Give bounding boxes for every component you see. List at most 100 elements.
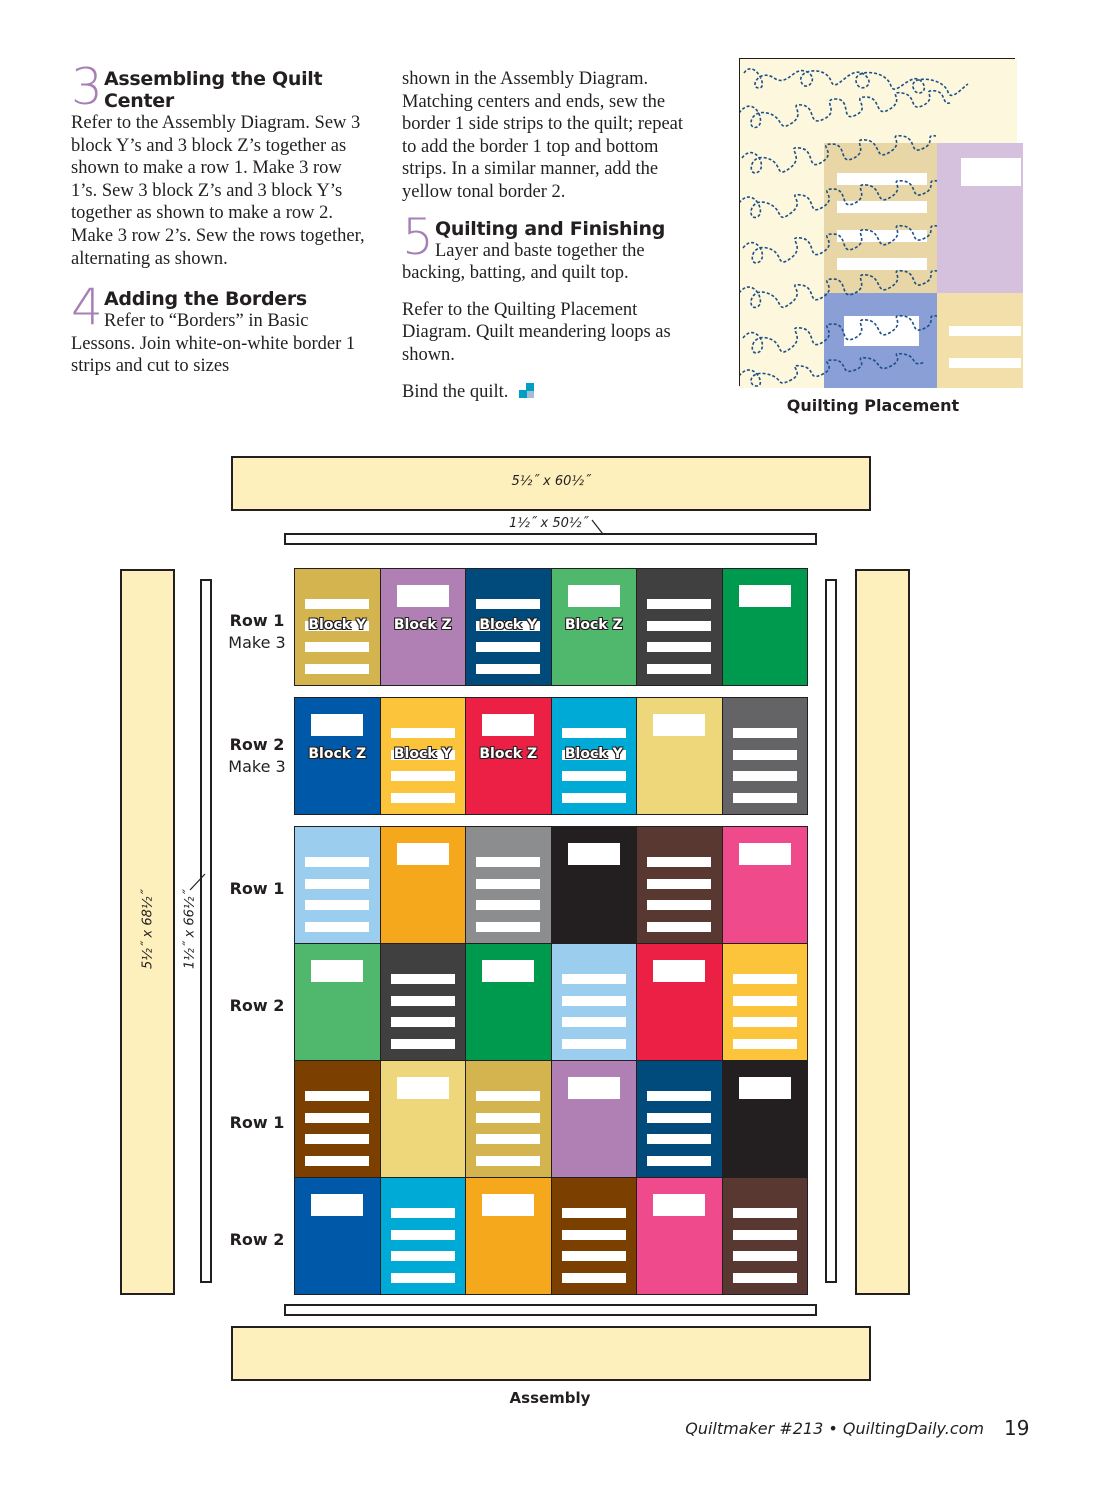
quilt-block-z bbox=[636, 697, 723, 815]
white-strip bbox=[561, 793, 626, 803]
white-strip bbox=[390, 1039, 455, 1049]
white-strip bbox=[476, 1134, 541, 1144]
white-strip bbox=[390, 1273, 455, 1283]
text-column-1: 3 Assembling the Quilt Center Refer to t… bbox=[71, 62, 371, 378]
quilt-block-y: Block Y bbox=[294, 568, 381, 686]
white-rectangle bbox=[653, 960, 706, 982]
white-strip bbox=[476, 922, 541, 932]
row-label: Row 1 bbox=[222, 1112, 292, 1134]
white-strip bbox=[561, 750, 626, 760]
white-strip bbox=[732, 1251, 797, 1261]
section-4: 4 Adding the Borders Refer to “Borders” … bbox=[71, 282, 371, 378]
white-rectangle bbox=[738, 585, 791, 607]
white-rectangle bbox=[738, 843, 791, 865]
white-strip bbox=[647, 1134, 712, 1144]
white-rectangle bbox=[567, 843, 620, 865]
step-number: 5 bbox=[402, 207, 434, 266]
quilt-block-y bbox=[721, 697, 808, 815]
section-heading: Assembling the Quilt Center bbox=[104, 68, 323, 112]
white-strip bbox=[561, 1251, 626, 1261]
quilt-block-z bbox=[721, 568, 808, 686]
row-label: Row 2 Make 3 bbox=[222, 734, 292, 778]
border-1-bottom bbox=[284, 1304, 817, 1316]
block-label: Block Z bbox=[564, 617, 623, 633]
white-strip bbox=[647, 1113, 712, 1123]
white-strip bbox=[476, 900, 541, 910]
white-rectangle bbox=[311, 714, 364, 736]
quilt-block-y bbox=[465, 826, 552, 944]
quilt-block-z bbox=[550, 1060, 637, 1178]
quilt-block-z bbox=[379, 1060, 466, 1178]
quilt-block-y bbox=[294, 1060, 381, 1178]
border-1-right bbox=[825, 579, 837, 1283]
white-strip bbox=[561, 728, 626, 738]
white-strip bbox=[476, 664, 541, 674]
section-5: 5 Quilting and Finishing Layer and baste… bbox=[402, 212, 702, 404]
page-number: 19 bbox=[1004, 1416, 1030, 1440]
white-strip bbox=[561, 1273, 626, 1283]
white-strip bbox=[647, 879, 712, 889]
quilt-block-y bbox=[550, 943, 637, 1061]
quilt-block-z bbox=[636, 1177, 723, 1295]
white-strip bbox=[305, 1156, 370, 1166]
block-label: Block Y bbox=[479, 617, 538, 633]
white-strip bbox=[390, 793, 455, 803]
quilt-block-y bbox=[465, 1060, 552, 1178]
white-strip bbox=[390, 1017, 455, 1027]
white-strip bbox=[561, 1017, 626, 1027]
section-3: 3 Assembling the Quilt Center Refer to t… bbox=[71, 62, 371, 270]
white-strip bbox=[732, 771, 797, 781]
block-label: Block Y bbox=[393, 746, 452, 762]
quilt-block-y: Block Y bbox=[550, 697, 637, 815]
white-rectangle bbox=[311, 1194, 364, 1216]
quilt-block-z bbox=[636, 943, 723, 1061]
white-strip bbox=[647, 900, 712, 910]
white-strip bbox=[476, 1156, 541, 1166]
white-strip bbox=[647, 621, 712, 631]
white-rectangle bbox=[738, 1077, 791, 1099]
border-1-top-dimension: 1½˝ x 50½˝ bbox=[509, 516, 588, 531]
quilt-block-z: Block Z bbox=[294, 697, 381, 815]
white-strip bbox=[732, 793, 797, 803]
section-body-para3: Bind the quilt. bbox=[402, 381, 702, 404]
row-make-count: Make 3 bbox=[228, 757, 286, 776]
white-rectangle bbox=[653, 1194, 706, 1216]
row-name: Row 2 bbox=[229, 1230, 285, 1249]
quilt-block-z bbox=[379, 826, 466, 944]
white-strip bbox=[390, 996, 455, 1006]
border-1-top bbox=[284, 533, 817, 545]
section-4-continued: shown in the Assembly Diagram. Matching … bbox=[402, 69, 684, 202]
white-strip bbox=[476, 621, 541, 631]
row-name: Row 1 bbox=[229, 611, 285, 630]
quilt-block-z: Block Z bbox=[465, 697, 552, 815]
white-strip bbox=[390, 728, 455, 738]
white-rectangle bbox=[567, 585, 620, 607]
white-strip bbox=[732, 728, 797, 738]
white-strip bbox=[561, 996, 626, 1006]
white-strip bbox=[305, 857, 370, 867]
section-body: Lessons. Join white-on-white border 1 st… bbox=[71, 333, 356, 377]
quilt-block-y bbox=[721, 943, 808, 1061]
white-rectangle bbox=[311, 960, 364, 982]
quilt-block-z: Block Z bbox=[550, 568, 637, 686]
row-name: Row 2 bbox=[229, 735, 285, 754]
section-body-first: Layer and baste together the bbox=[435, 240, 645, 261]
row-name: Row 2 bbox=[229, 996, 285, 1015]
white-strip bbox=[476, 1091, 541, 1101]
white-strip bbox=[390, 1251, 455, 1261]
white-strip bbox=[732, 1273, 797, 1283]
white-strip bbox=[647, 857, 712, 867]
white-strip bbox=[305, 621, 370, 631]
quilt-block-y bbox=[721, 1177, 808, 1295]
assembly-caption: Assembly bbox=[509, 1389, 591, 1407]
white-strip bbox=[390, 771, 455, 781]
section-body: backing, batting, and quilt top. bbox=[402, 263, 629, 284]
white-strip bbox=[732, 996, 797, 1006]
white-strip bbox=[561, 1208, 626, 1218]
quilt-block-z bbox=[294, 943, 381, 1061]
white-strip bbox=[305, 900, 370, 910]
border-2-bottom bbox=[231, 1326, 871, 1381]
block-label: Block Z bbox=[479, 746, 538, 762]
